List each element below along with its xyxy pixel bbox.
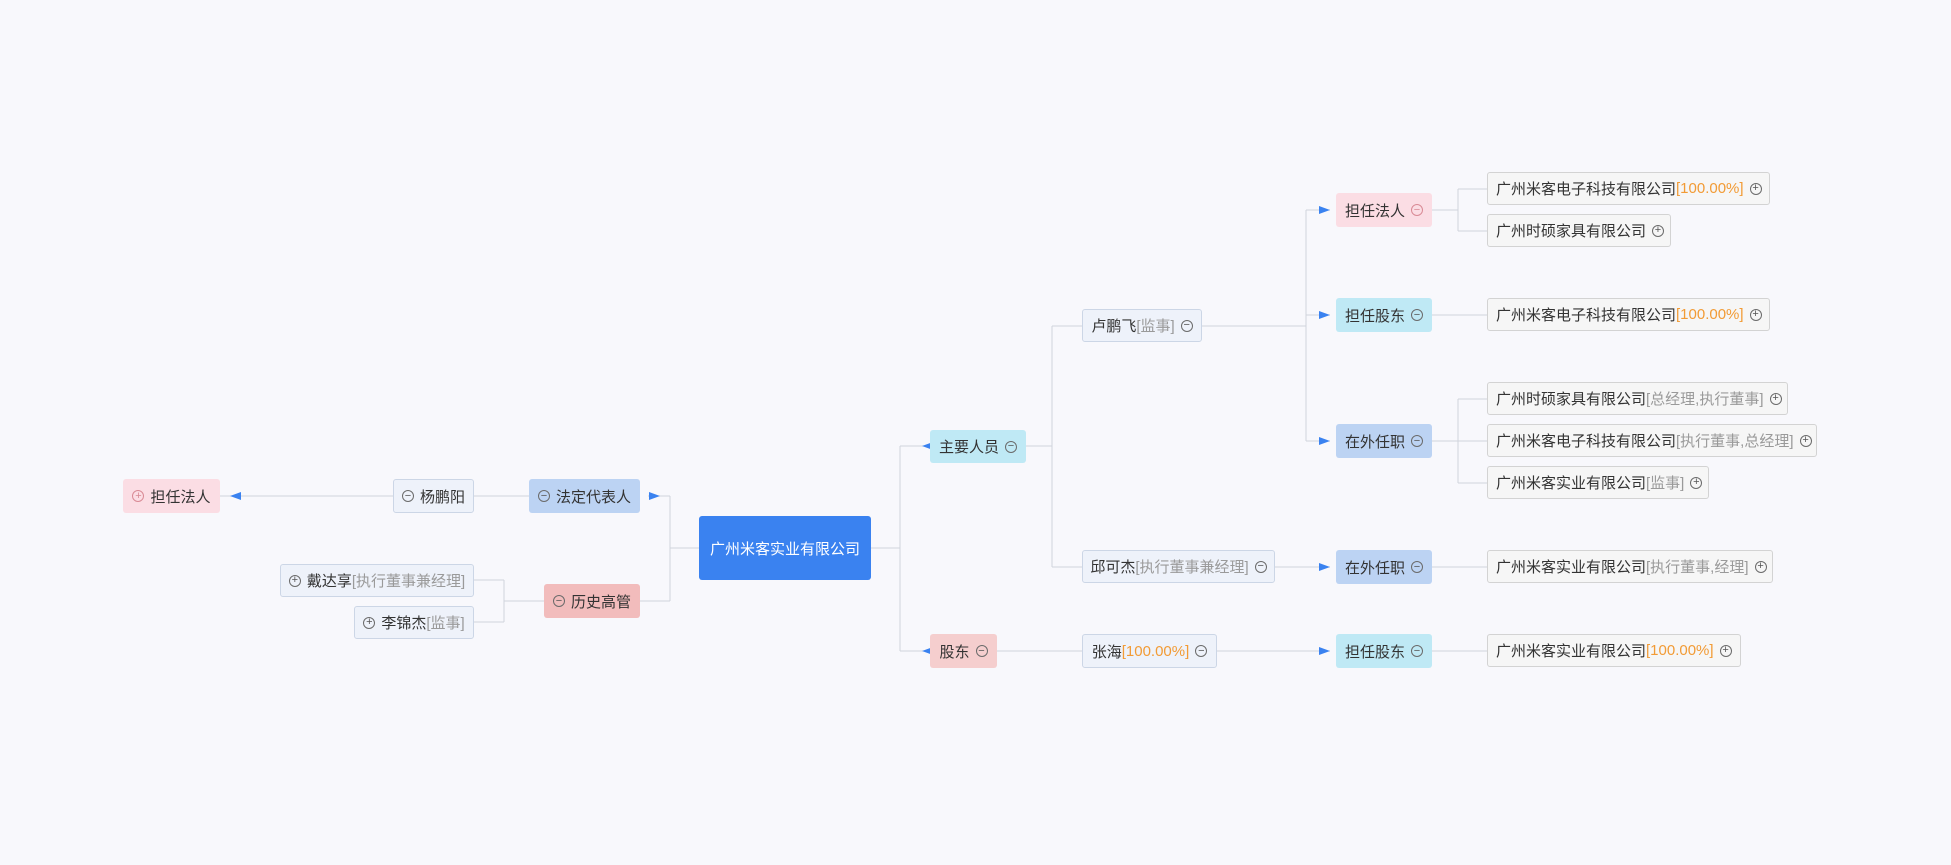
company-node[interactable]: 广州米客实业有限公司 [100.00%] + bbox=[1487, 634, 1741, 667]
collapse-icon[interactable]: − bbox=[1411, 645, 1423, 657]
expand-icon[interactable]: + bbox=[363, 616, 376, 629]
company-name: 广州时硕家具有限公司 bbox=[1496, 223, 1647, 240]
company-name: 广州米客电子科技有限公司 bbox=[1496, 307, 1677, 324]
person-node-lu[interactable]: 卢鹏飞 [监事] − bbox=[1082, 309, 1202, 342]
category-history-executives[interactable]: − 历史高管 bbox=[544, 584, 640, 618]
company-percent: [100.00%] bbox=[1676, 306, 1744, 323]
group-shareholder[interactable]: 担任股东 − bbox=[1336, 634, 1432, 668]
company-position: [总经理,执行董事] bbox=[1646, 391, 1764, 408]
group-external-posts[interactable]: 在外任职 − bbox=[1336, 550, 1432, 584]
company-node[interactable]: 广州时硕家具有限公司 + bbox=[1487, 214, 1671, 247]
person-node-zhang[interactable]: 张海 [100.00%] − bbox=[1082, 634, 1217, 668]
company-node[interactable]: 广州米客实业有限公司 [执行董事,经理] + bbox=[1487, 550, 1773, 583]
person-role: [执行董事兼经理] bbox=[351, 573, 466, 590]
company-percent: [100.00%] bbox=[1676, 180, 1744, 197]
company-node[interactable]: 广州米客电子科技有限公司 [100.00%] + bbox=[1487, 298, 1770, 331]
collapse-icon[interactable]: − bbox=[1180, 319, 1193, 332]
person-name: 戴达享 bbox=[306, 573, 352, 590]
group-label: 在外任职 bbox=[1344, 433, 1405, 451]
company-node[interactable]: 广州米客实业有限公司 [监事] + bbox=[1487, 466, 1709, 499]
expand-icon[interactable]: + bbox=[288, 574, 301, 587]
group-label: 担任股东 bbox=[1344, 307, 1405, 325]
collapse-icon[interactable]: − bbox=[1195, 645, 1208, 657]
expand-icon[interactable]: + bbox=[1799, 434, 1812, 447]
category-legal-representative-label: 法定代表人 bbox=[555, 488, 631, 506]
collapse-icon[interactable]: − bbox=[1411, 561, 1423, 573]
person-node-qiu[interactable]: 邱可杰 [执行董事兼经理] − bbox=[1082, 550, 1275, 583]
collapse-icon[interactable]: − bbox=[1411, 204, 1423, 216]
category-key-personnel[interactable]: 主要人员 − bbox=[930, 430, 1026, 463]
collapse-icon[interactable]: − bbox=[552, 595, 565, 607]
arrow-group bbox=[1319, 311, 1330, 319]
company-position: [执行董事,经理] bbox=[1646, 559, 1749, 576]
category-key-personnel-label: 主要人员 bbox=[938, 439, 999, 456]
person-name: 张海 bbox=[1091, 643, 1122, 661]
collapse-icon[interactable]: − bbox=[1411, 309, 1423, 321]
root-company-label: 广州米客实业有限公司 bbox=[709, 540, 860, 558]
expand-icon[interactable]: + bbox=[1652, 224, 1665, 237]
person-name: 杨鹏阳 bbox=[420, 488, 466, 506]
expand-icon[interactable]: + bbox=[1749, 308, 1762, 321]
arrow-group bbox=[1319, 563, 1330, 571]
category-history-executives-label: 历史高管 bbox=[570, 593, 631, 611]
expand-icon[interactable]: + bbox=[1719, 644, 1732, 657]
root-company-node[interactable]: 广州米客实业有限公司 bbox=[699, 516, 871, 580]
company-node[interactable]: 广州米客电子科技有限公司 [执行董事,总经理] + bbox=[1487, 424, 1817, 457]
person-node-dai[interactable]: + 戴达享 [执行董事兼经理] bbox=[280, 564, 474, 597]
person-role: [监事] bbox=[426, 615, 465, 632]
group-label: 在外任职 bbox=[1344, 559, 1405, 577]
category-shareholders[interactable]: 股东 − bbox=[930, 634, 997, 668]
company-name: 广州米客实业有限公司 bbox=[1496, 559, 1647, 576]
company-name: 广州米客实业有限公司 bbox=[1496, 643, 1647, 660]
company-name: 广州米客电子科技有限公司 bbox=[1496, 181, 1677, 198]
person-name: 卢鹏飞 bbox=[1091, 318, 1137, 335]
collapse-icon[interactable]: − bbox=[1254, 560, 1267, 573]
arrow-group bbox=[1319, 647, 1330, 655]
company-percent: [100.00%] bbox=[1646, 642, 1714, 659]
company-name: 广州米客电子科技有限公司 bbox=[1496, 433, 1677, 450]
category-legal-representative[interactable]: − 法定代表人 bbox=[529, 479, 640, 513]
person-name: 李锦杰 bbox=[381, 615, 427, 632]
group-external-posts[interactable]: 在外任职 − bbox=[1336, 424, 1432, 458]
category-shareholders-label: 股东 bbox=[939, 643, 970, 661]
expand-icon[interactable]: + bbox=[132, 490, 145, 502]
collapse-icon[interactable]: − bbox=[1005, 440, 1017, 453]
company-name: 广州时硕家具有限公司 bbox=[1496, 391, 1647, 408]
arrow-group bbox=[1319, 437, 1330, 445]
person-share: [100.00%] bbox=[1121, 642, 1190, 660]
expand-icon[interactable]: + bbox=[1754, 560, 1767, 573]
arrow-legal-representative bbox=[649, 492, 660, 500]
collapse-icon[interactable]: − bbox=[537, 490, 550, 502]
group-shareholder[interactable]: 担任股东 − bbox=[1336, 298, 1432, 332]
company-position: [执行董事,总经理] bbox=[1676, 433, 1794, 450]
company-name: 广州米客实业有限公司 bbox=[1496, 475, 1647, 492]
collapse-icon[interactable]: − bbox=[1411, 435, 1423, 447]
group-label: 担任法人 bbox=[150, 488, 211, 506]
expand-icon[interactable]: + bbox=[1749, 182, 1762, 195]
group-legal-person[interactable]: + 担任法人 bbox=[123, 479, 220, 513]
person-name: 邱可杰 bbox=[1090, 559, 1136, 576]
group-legal-person[interactable]: 担任法人 − bbox=[1336, 193, 1432, 227]
person-node-li[interactable]: + 李锦杰 [监事] bbox=[354, 606, 474, 639]
arrow-legal-person bbox=[230, 492, 241, 500]
collapse-icon[interactable]: − bbox=[975, 645, 988, 657]
company-position: [监事] bbox=[1646, 475, 1685, 492]
company-node[interactable]: 广州时硕家具有限公司 [总经理,执行董事] + bbox=[1487, 382, 1788, 415]
person-node-yang[interactable]: − 杨鹏阳 bbox=[393, 479, 474, 513]
group-label: 担任法人 bbox=[1344, 202, 1405, 220]
collapse-icon[interactable]: − bbox=[402, 490, 414, 502]
expand-icon[interactable]: + bbox=[1769, 392, 1782, 405]
group-label: 担任股东 bbox=[1344, 643, 1405, 661]
person-role: [执行董事兼经理] bbox=[1135, 559, 1249, 576]
expand-icon[interactable]: + bbox=[1690, 476, 1703, 489]
person-role: [监事] bbox=[1136, 318, 1175, 335]
company-node[interactable]: 广州米客电子科技有限公司 [100.00%] + bbox=[1487, 172, 1770, 205]
arrow-group bbox=[1319, 206, 1330, 214]
